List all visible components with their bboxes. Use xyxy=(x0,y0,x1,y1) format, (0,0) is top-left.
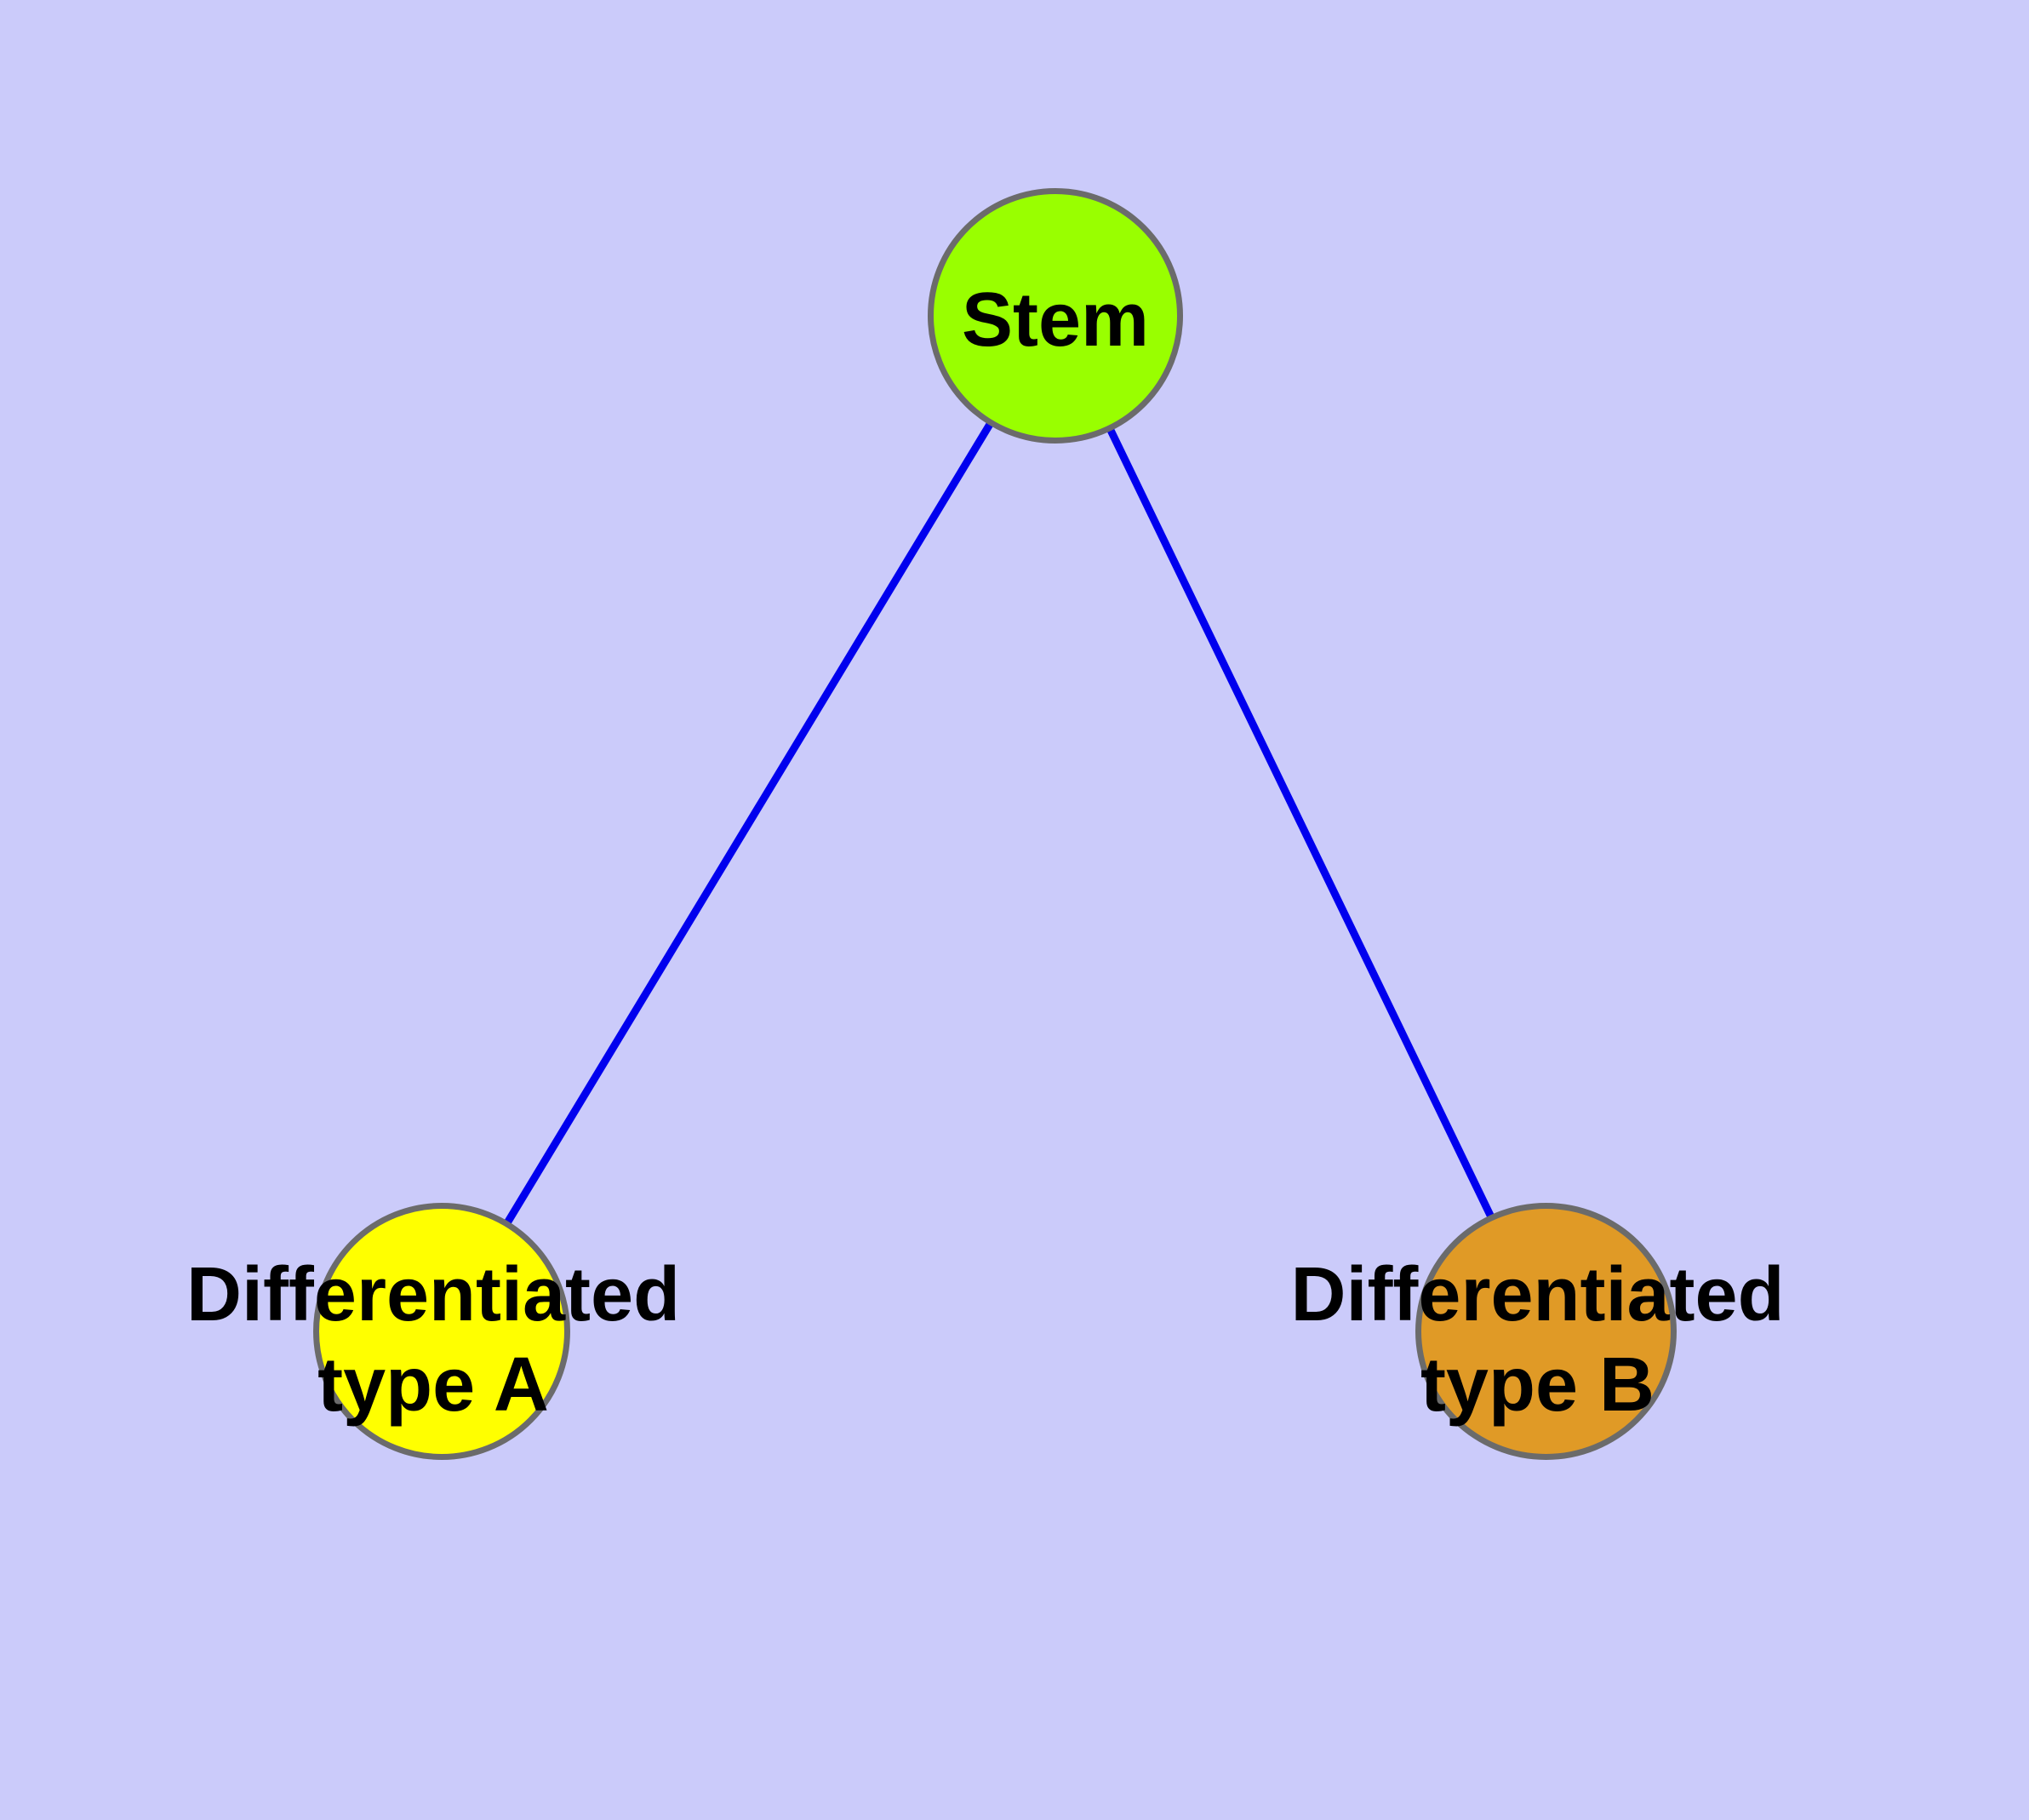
edge-stem-to-type-a xyxy=(438,313,1059,1334)
node-differentiated-type-b: Differentiated type B xyxy=(1290,1203,1785,1460)
node-differentiated-type-b-label: Differentiated type B xyxy=(1290,1252,1785,1428)
node-differentiated-type-a-label: Differentiated type A xyxy=(186,1252,681,1428)
node-stem-label: Stem xyxy=(961,278,1150,363)
node-differentiated-type-a: Differentiated type A xyxy=(186,1203,680,1460)
node-stem: Stem xyxy=(928,188,1183,444)
edge-stem-to-type-b xyxy=(1051,314,1551,1333)
